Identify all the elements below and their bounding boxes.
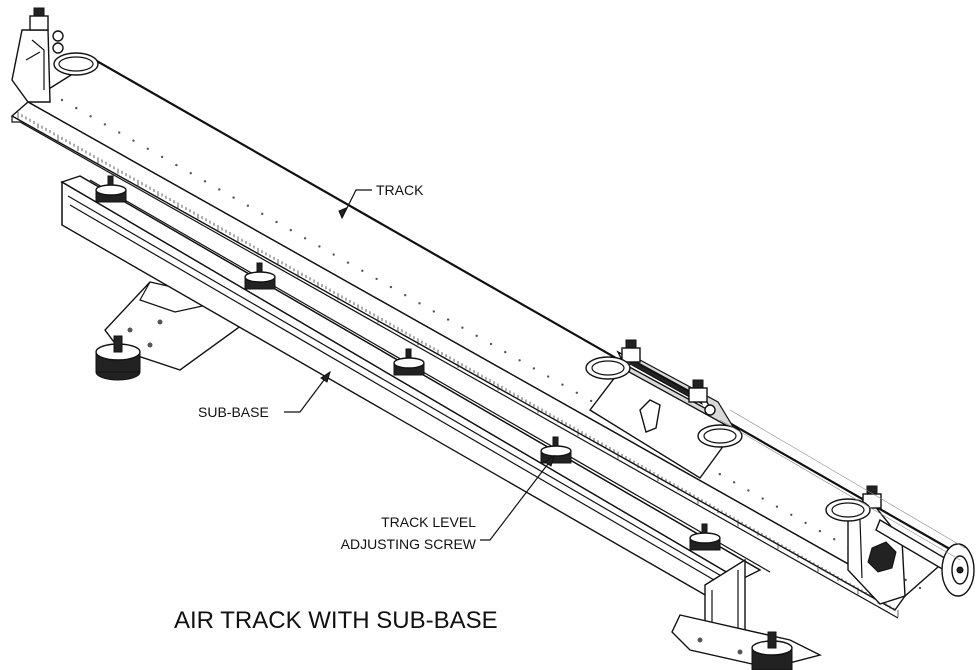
air-hole: [504, 350, 507, 354]
air-hole: [518, 359, 521, 362]
air-hole: [261, 212, 264, 216]
air-hole: [375, 277, 378, 281]
sub-base: [60, 175, 822, 670]
air-hole: [318, 245, 321, 248]
air-hole: [833, 538, 836, 541]
air-hole: [790, 513, 793, 516]
level-screw: [689, 523, 721, 551]
air-hole: [904, 578, 907, 582]
track-callout: TRACK: [376, 182, 424, 198]
air-hole: [275, 220, 278, 224]
right-foot-knob: [751, 631, 793, 670]
air-hole: [303, 237, 307, 240]
air-hole: [218, 188, 221, 191]
air-hole: [589, 399, 593, 403]
right-support-bracket: [671, 614, 822, 669]
right-end-bracket: [719, 409, 975, 605]
screw-callout-line2: ADJUSTING SCREW: [341, 536, 477, 552]
air-hole: [361, 269, 364, 272]
air-hole: [446, 318, 450, 321]
leader-lines: [284, 189, 555, 541]
air-hole: [461, 326, 464, 329]
air-hole: [475, 334, 478, 338]
air-hole: [160, 155, 164, 159]
air-hole: [761, 497, 764, 500]
air-hole: [432, 310, 435, 313]
glider: [585, 339, 743, 479]
level-screw: [393, 348, 425, 376]
screw-callout-line1: TRACK LEVEL: [381, 514, 476, 530]
air-hole: [818, 529, 822, 533]
track: [10, 59, 957, 619]
air-hole: [89, 115, 92, 118]
air-hole: [75, 106, 78, 110]
air-hole: [289, 228, 292, 232]
air-hole: [146, 147, 149, 150]
diagram-title: AIR TRACK WITH SUB-BASE: [174, 607, 498, 634]
air-hole: [489, 342, 493, 346]
air-hole: [346, 261, 350, 264]
air-hole: [732, 481, 736, 484]
air-hole: [232, 196, 235, 199]
air-hole: [418, 302, 421, 305]
air-hole: [718, 472, 721, 476]
air-hole: [804, 521, 807, 525]
air-hole: [118, 131, 121, 134]
air-hole: [132, 139, 135, 142]
air-hole: [332, 253, 335, 256]
left-foot-knob: [95, 335, 141, 381]
air-hole: [60, 98, 64, 102]
air-hole: [246, 204, 250, 207]
air-hole: [103, 123, 107, 126]
air-hole: [389, 285, 393, 289]
air-hole: [775, 505, 779, 508]
sub-base-callout: SUB-BASE: [198, 404, 269, 420]
air-hole: [404, 294, 407, 297]
air-hole: [561, 383, 564, 386]
level-screw: [95, 175, 127, 203]
air-hole: [747, 489, 750, 492]
air-hole: [575, 391, 578, 394]
track-scale: [17, 112, 899, 617]
air-hole: [175, 163, 178, 167]
air-hole: [203, 180, 207, 183]
left-end-bracket: [11, 7, 99, 103]
air-hole: [189, 172, 192, 175]
level-screw: [244, 262, 276, 290]
air-hole: [918, 586, 922, 590]
air-hole: [547, 375, 550, 378]
level-screw: [540, 436, 572, 464]
pulley-wheel: [941, 543, 975, 597]
air-hole: [532, 367, 536, 370]
